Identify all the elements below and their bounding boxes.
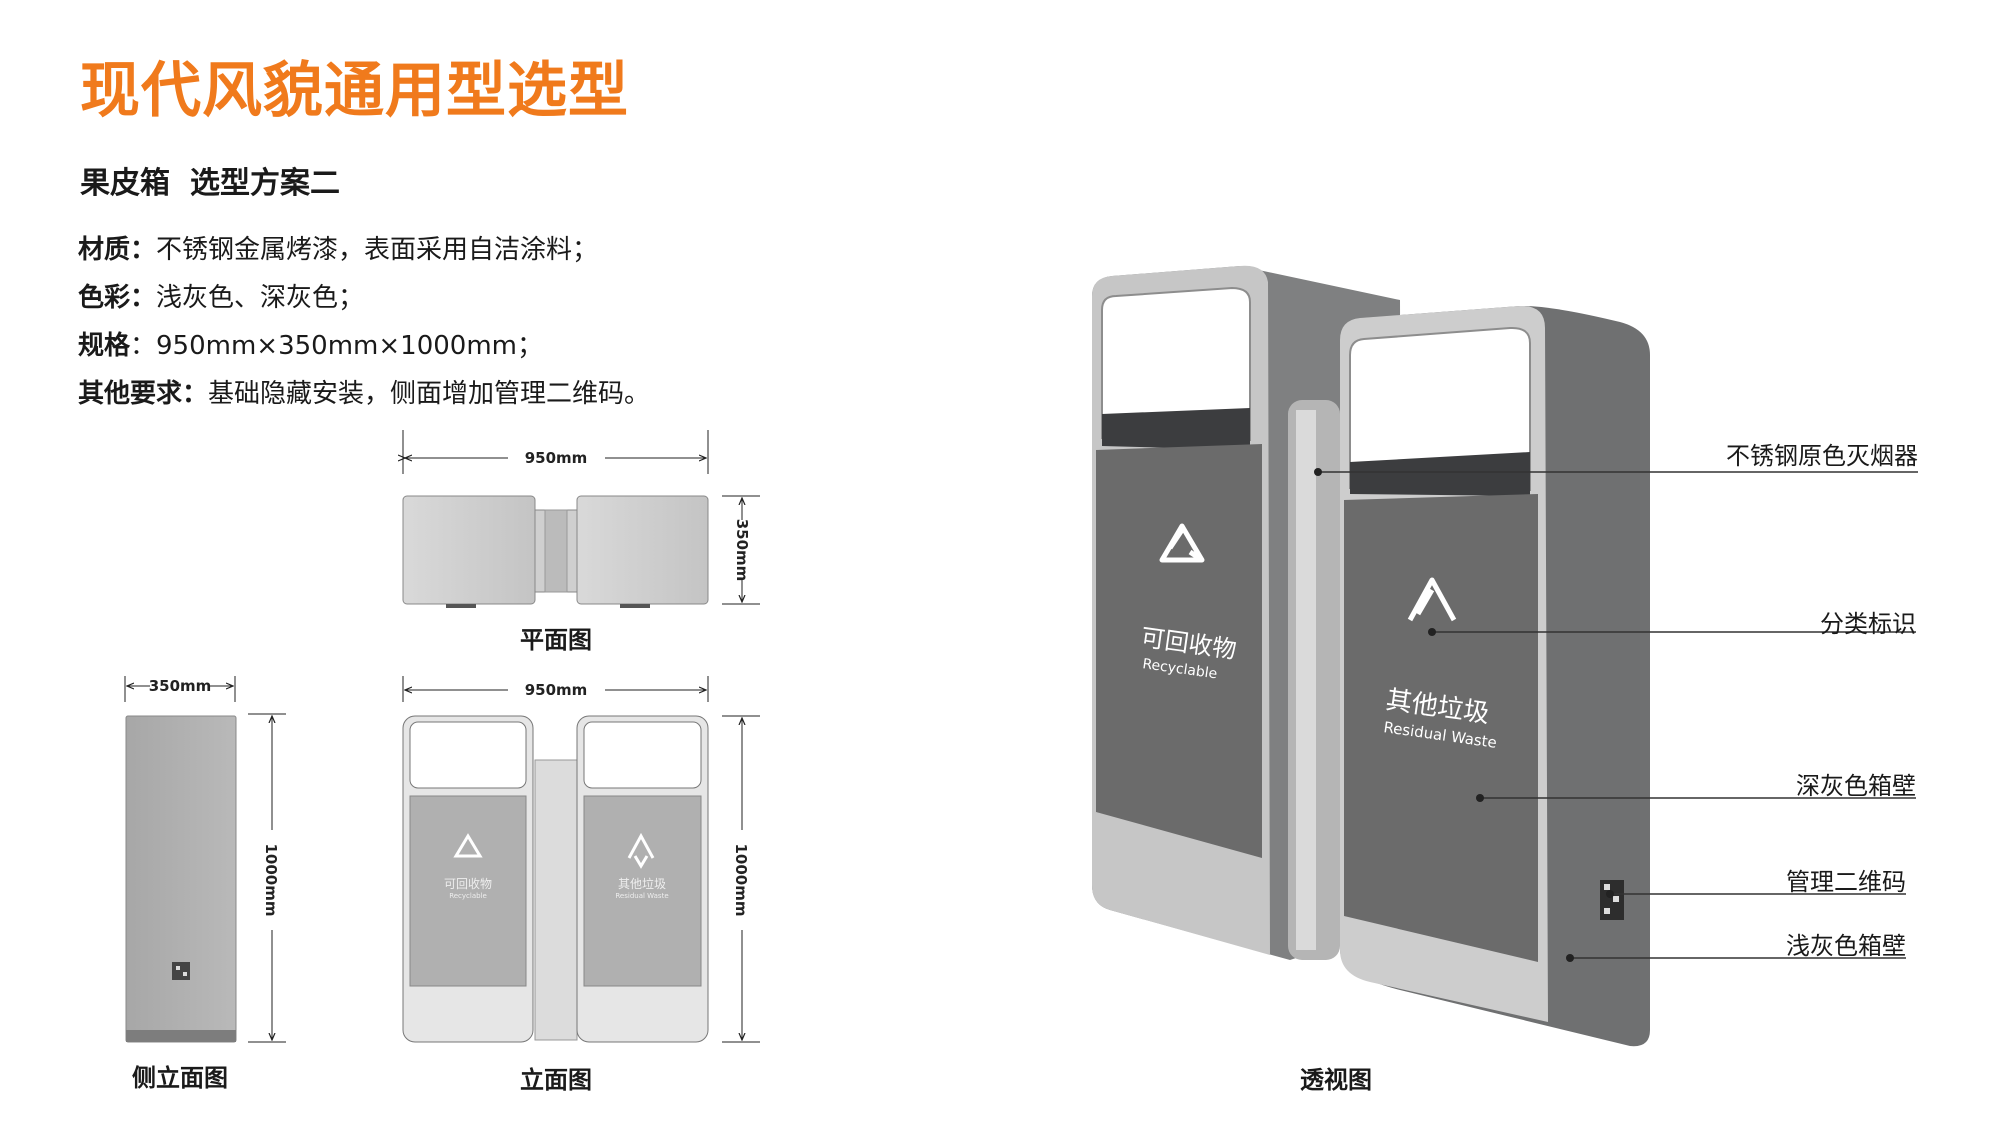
persp-qr-code [1600, 880, 1624, 920]
page-title: 现代风貌通用型选型 [80, 56, 629, 126]
callout-dark-wall: 深灰色箱壁 [1796, 772, 1916, 800]
side-height-label: 1000mm [262, 843, 280, 916]
front-left-bin-en: Recyclable [449, 892, 487, 900]
front-elevation: 950mm 可回收物 Recyclable 其他垃圾 Residual Wast… [402, 676, 760, 1043]
spec-row-size: 规格：950mm×350mm×1000mm； [78, 331, 543, 361]
plan-depth-label: 350mm [733, 519, 751, 582]
callout-ashtray: 不锈钢原色灭烟器 [1726, 442, 1918, 470]
front-width-label: 950mm [525, 681, 588, 699]
perspective-render: 可回收物 Recyclable 其他垃圾 Residual Waste [1092, 265, 1918, 1047]
side-qr-code [172, 962, 190, 980]
side-caption: 侧立面图 [132, 1064, 228, 1092]
spec-row-other: 其他要求：基础隐藏安装，侧面增加管理二维码。 [78, 379, 651, 409]
plan-view: 950mm 350mm [403, 430, 760, 608]
front-right-bin-cn: 其他垃圾 [618, 876, 666, 891]
scheme-name: 选型方案二 [190, 166, 340, 201]
plan-caption: 平面图 [520, 626, 592, 654]
perspective-caption: 透视图 [1300, 1066, 1372, 1094]
front-height-label: 1000mm [732, 843, 750, 916]
front-right-bin-en: Residual Waste [615, 892, 668, 900]
callout-light-wall: 浅灰色箱壁 [1786, 932, 1906, 960]
plan-width-label: 950mm [525, 449, 588, 467]
spec-list: 材质：不锈钢金属烤漆，表面采用自洁涂料； 色彩：浅灰色、深灰色； 规格：950m… [78, 226, 650, 418]
side-elevation: 350mm 1000mm [124, 676, 286, 1043]
spec-row-color: 色彩：浅灰色、深灰色； [78, 283, 365, 313]
spec-row-material: 材质：不锈钢金属烤漆，表面采用自洁涂料； [78, 235, 599, 265]
product-name: 果皮箱 [80, 166, 170, 201]
callout-label: 分类标识 [1820, 610, 1916, 638]
front-caption: 立面图 [520, 1066, 592, 1094]
subtitle: 果皮箱选型方案二 [80, 158, 360, 202]
callout-qr: 管理二维码 [1786, 868, 1906, 896]
callout-leaders [1318, 471, 1918, 959]
front-left-bin-cn: 可回收物 [444, 877, 492, 891]
side-width-label: 350mm [149, 677, 212, 695]
